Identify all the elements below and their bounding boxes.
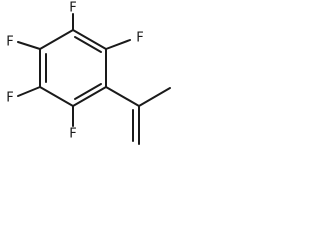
ring-double-bond-inner-c3-c4 (74, 83, 102, 100)
fluorine-label: F (6, 35, 13, 50)
structure-diagram: F F F F F (6, 1, 171, 145)
ring-bond-c6-c1 (39, 29, 74, 50)
ring-bond-c4-c5 (39, 86, 74, 107)
bond-methyl (138, 87, 171, 107)
bond-c3-alkene-carbon (105, 86, 140, 107)
fluorine-label: F (69, 1, 76, 16)
bond-c2-f (105, 39, 131, 50)
bond-c5-f (17, 86, 41, 97)
ring-double-bond-inner-c1-c2 (74, 36, 102, 53)
ring-bond-c1-c2 (72, 29, 107, 50)
fluorine-label: F (69, 127, 76, 142)
fluorine-label: F (136, 31, 143, 46)
fluorine-bonds (17, 13, 131, 127)
ring-bond-c3-c4 (72, 86, 107, 107)
atom-labels: F F F F F (6, 1, 143, 142)
bond-c6-f (17, 41, 41, 50)
isopropenyl-group (105, 86, 171, 145)
benzene-ring (39, 29, 107, 107)
fluorine-label: F (6, 91, 13, 106)
